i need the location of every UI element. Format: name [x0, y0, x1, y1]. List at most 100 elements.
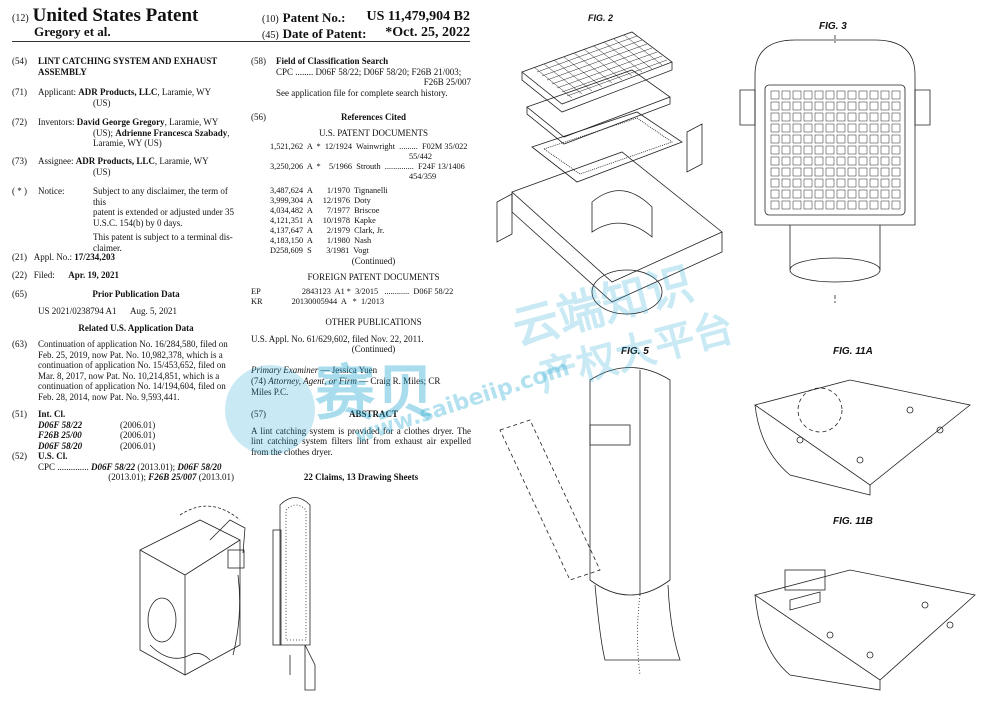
- label: Int. Cl.: [38, 409, 66, 419]
- notice-line: This patent is subject to a terminal dis…: [93, 232, 233, 242]
- filter-cell: [814, 200, 824, 210]
- filter-cell: [770, 90, 780, 100]
- code: (72): [12, 117, 27, 127]
- filter-cell: [770, 178, 780, 188]
- reference-row: 4,121,351 A 10/1978 Kapke: [270, 216, 376, 225]
- reference-row: 4,183,150 A 1/1980 Nash: [270, 236, 372, 245]
- code: (21): [12, 252, 27, 262]
- filter-cell: [869, 134, 879, 144]
- reference-row: 4,137,647 A 2/1979 Clark, Jr.: [270, 226, 385, 235]
- filter-cell: [781, 90, 791, 100]
- filter-cell: [770, 112, 780, 122]
- filter-cell: [814, 90, 824, 100]
- related-field: (63) Continuation of application No. 16/…: [12, 339, 234, 402]
- filter-cell: [814, 156, 824, 166]
- reference-row: 454/359: [270, 172, 437, 181]
- claims-count: 22 Claims, 13 Drawing Sheets: [303, 472, 419, 482]
- filter-cell: [891, 90, 901, 100]
- location: , Laramie, WY: [164, 117, 219, 127]
- filter-cell: [869, 90, 879, 100]
- code: (54): [12, 56, 27, 66]
- reference-row: EP 2843123 A1 * 3/2015 ............ D06F…: [251, 287, 454, 296]
- version: (2013.01);: [135, 461, 178, 472]
- code: (74): [251, 376, 266, 386]
- filter-cell: [825, 112, 835, 122]
- watermark-logo-icon: [225, 365, 315, 455]
- related-line: Continuation of application No. 16/284,5…: [38, 339, 228, 349]
- filter-cell: [836, 178, 846, 188]
- filter-cell: [858, 112, 868, 122]
- filter-cell: [781, 123, 791, 133]
- fig3-drawing: [739, 35, 931, 303]
- filter-cell: [869, 167, 879, 177]
- fig2-drawing: [496, 31, 723, 315]
- notice-line: Subject to any disclaimer, the term of t…: [93, 186, 228, 207]
- filter-cell: [858, 123, 868, 133]
- search-line: CPC ........ D06F 58/22; D06F 58/20; F26…: [276, 66, 462, 77]
- filter-cell: [770, 189, 780, 199]
- version: (2006.01): [120, 440, 156, 451]
- filter-cell: [781, 112, 791, 122]
- title-field: (54) LINT CATCHING SYSTEM AND EXHAUST AS…: [12, 56, 242, 77]
- filter-cell: [836, 189, 846, 199]
- filter-cell: [803, 178, 813, 188]
- filter-cell: [814, 189, 824, 199]
- version: (2013.01);: [108, 472, 149, 482]
- class: D06F 58/20: [38, 440, 83, 451]
- filter-cell: [836, 156, 846, 166]
- section-heading: FOREIGN PATENT DOCUMENTS: [307, 271, 440, 282]
- filter-cell: [858, 200, 868, 210]
- watermark-brand: 赛贝: [315, 359, 435, 429]
- class: D06F 58/22: [91, 461, 136, 472]
- filter-cell: [847, 112, 857, 122]
- filter-cell: [792, 156, 802, 166]
- filter-cell: [891, 145, 901, 155]
- filter-cell: [803, 90, 813, 100]
- filter-cell: [880, 156, 890, 166]
- label: Patent No.:: [282, 10, 346, 25]
- field-of-search: (58) Field of Classification Search CPC …: [251, 56, 471, 98]
- fig5-drawing: [499, 367, 681, 676]
- reference-row: 4,034,482 A 7/1977 Briscoe: [270, 206, 380, 215]
- filter-cell: [770, 134, 780, 144]
- date-value: *Oct. 25, 2022: [385, 25, 470, 40]
- inventor-name: Adrienne Francesca Szabady: [115, 127, 228, 138]
- authors: Gregory et al.: [34, 24, 111, 39]
- reference-row: 3,999,304 A 12/1976 Doty: [270, 196, 371, 205]
- filter-cell: [891, 167, 901, 177]
- location: Laramie, WY (US): [93, 138, 162, 148]
- references-cited: (56) References Cited U.S. PATENT DOCUME…: [251, 112, 471, 355]
- filter-cell: [792, 189, 802, 199]
- filter-cell: [858, 145, 868, 155]
- code: (71): [12, 87, 27, 97]
- filter-cell: [869, 156, 879, 166]
- section-heading: OTHER PUBLICATIONS: [325, 317, 422, 327]
- attorney: (74) Attorney, Agent, or Firm — Craig R.…: [251, 376, 471, 397]
- country: (US): [93, 166, 111, 177]
- section-heading: U.S. PATENT DOCUMENTS: [318, 127, 429, 138]
- filter-cell: [880, 189, 890, 199]
- section-heading: Related U.S. Application Data: [78, 323, 194, 333]
- title-line: ASSEMBLY: [38, 66, 87, 77]
- country: (US): [93, 97, 111, 108]
- filter-cell: [880, 123, 890, 133]
- filter-cell: [792, 167, 802, 177]
- location: , Laramie, WY: [154, 156, 209, 166]
- filter-cell: [770, 123, 780, 133]
- assignee-name: ADR Products, LLC: [75, 156, 155, 166]
- filter-cell: [814, 101, 824, 111]
- code: (65): [12, 289, 27, 299]
- filter-cell: [803, 112, 813, 122]
- code: (45): [262, 30, 279, 41]
- code: (56): [251, 112, 266, 122]
- abstract-line: from the clothes dryer.: [251, 446, 333, 457]
- patent-type: (12) United States Patent: [12, 5, 198, 27]
- notice-line: patent is extended or adjusted under 35: [93, 207, 234, 217]
- prior-pub-field: (65) Prior Publication Data US 2021/0238…: [12, 289, 234, 316]
- appl-no: 17/234,203: [74, 252, 116, 262]
- filter-cell: [836, 101, 846, 111]
- filter-cell: [781, 145, 791, 155]
- label: Filed:: [33, 270, 55, 280]
- fig11b-drawing: [754, 569, 976, 691]
